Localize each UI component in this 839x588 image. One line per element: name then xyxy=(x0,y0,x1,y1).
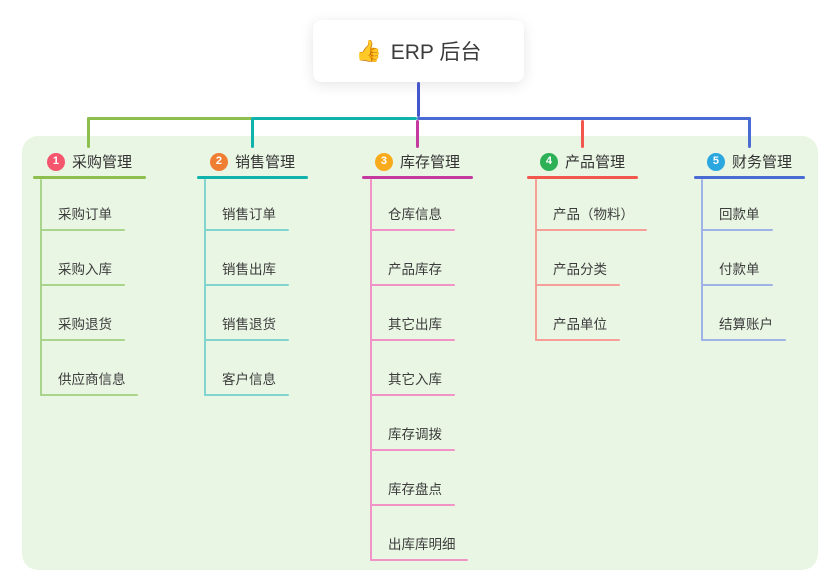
branch-underline xyxy=(33,176,146,179)
leaf-node-label[interactable]: 采购退货 xyxy=(58,317,112,332)
leaf-node-label[interactable]: 库存盘点 xyxy=(388,482,442,497)
branch-underline xyxy=(197,176,308,179)
leaf-node-label[interactable]: 其它出库 xyxy=(388,317,442,332)
leaf-underline xyxy=(370,504,455,506)
leaf-node-label[interactable]: 仓库信息 xyxy=(388,207,442,222)
leaf-node-label[interactable]: 产品库存 xyxy=(388,262,442,277)
bus-connector-purchase xyxy=(87,117,252,120)
branch-underline xyxy=(694,176,805,179)
leaf-node-label[interactable]: 库存调拨 xyxy=(388,427,442,442)
branch-number-badge: 5 xyxy=(706,152,725,171)
child-trunk-line xyxy=(701,179,703,341)
bus-connector-sales xyxy=(252,117,417,120)
drop-connector-product xyxy=(581,120,584,148)
branch-number-badge: 3 xyxy=(374,152,393,171)
drop-connector-sales xyxy=(251,117,254,148)
branch-underline xyxy=(362,176,473,179)
leaf-underline xyxy=(535,229,647,231)
branch-node-label: 产品管理 xyxy=(564,154,625,171)
branch-number-badge: 1 xyxy=(46,152,65,171)
branch-node-inventory[interactable]: 3 库存管理 xyxy=(362,144,473,179)
leaf-underline xyxy=(40,284,125,286)
branch-node-purchase[interactable]: 1 采购管理 xyxy=(33,144,146,179)
leaf-underline xyxy=(701,229,773,231)
branch-node-label: 库存管理 xyxy=(399,154,460,171)
child-trunk-line xyxy=(535,179,537,341)
bus-connector-finance xyxy=(417,117,751,120)
leaf-node-label[interactable]: 客户信息 xyxy=(222,372,276,387)
leaf-underline xyxy=(40,394,138,396)
child-trunk-line xyxy=(370,179,372,561)
leaf-underline xyxy=(204,229,289,231)
branch-node-label: 财务管理 xyxy=(731,154,792,171)
leaf-node-label[interactable]: 产品分类 xyxy=(553,262,607,277)
leaf-underline xyxy=(204,339,289,341)
leaf-node-label[interactable]: 产品（物料） xyxy=(553,207,634,222)
leaf-underline xyxy=(370,449,455,451)
leaf-underline xyxy=(370,229,455,231)
leaf-node-label[interactable]: 采购订单 xyxy=(58,207,112,222)
root-stem-connector xyxy=(417,82,420,117)
leaf-node-label[interactable]: 销售出库 xyxy=(222,262,276,277)
branch-node-product[interactable]: 4 产品管理 xyxy=(527,144,638,179)
drop-connector-inventory xyxy=(416,120,419,148)
branch-node-label: 采购管理 xyxy=(71,154,132,171)
child-trunk-line xyxy=(204,179,206,396)
branch-node-finance[interactable]: 5 财务管理 xyxy=(694,144,805,179)
leaf-underline xyxy=(40,229,125,231)
leaf-node-label[interactable]: 产品单位 xyxy=(553,317,607,332)
leaf-underline xyxy=(40,339,125,341)
leaf-node-label[interactable]: 销售退货 xyxy=(222,317,276,332)
leaf-node-label[interactable]: 供应商信息 xyxy=(58,372,126,387)
root-node[interactable]: 👍 ERP 后台 xyxy=(313,20,524,82)
leaf-node-label[interactable]: 出库库明细 xyxy=(388,537,456,552)
leaf-node-label[interactable]: 其它入库 xyxy=(388,372,442,387)
leaf-underline xyxy=(701,339,786,341)
leaf-underline xyxy=(370,394,455,396)
root-node-label: ERP 后台 xyxy=(390,41,482,64)
child-trunk-line xyxy=(40,179,42,396)
thumbs-up-icon: 👍 xyxy=(355,39,382,63)
leaf-underline xyxy=(204,394,289,396)
leaf-underline xyxy=(535,284,620,286)
leaf-node-label[interactable]: 销售订单 xyxy=(222,207,276,222)
mindmap-canvas-panel xyxy=(22,136,818,570)
leaf-underline xyxy=(535,339,620,341)
branch-node-sales[interactable]: 2 销售管理 xyxy=(197,144,308,179)
leaf-underline xyxy=(370,559,468,561)
leaf-underline xyxy=(370,339,455,341)
branch-node-label: 销售管理 xyxy=(234,154,295,171)
drop-connector-purchase xyxy=(87,117,90,148)
branch-underline xyxy=(527,176,638,179)
leaf-node-label[interactable]: 回款单 xyxy=(719,207,760,222)
leaf-node-label[interactable]: 采购入库 xyxy=(58,262,112,277)
leaf-underline xyxy=(370,284,455,286)
drop-connector-finance xyxy=(748,117,751,148)
leaf-underline xyxy=(701,284,773,286)
branch-number-badge: 4 xyxy=(539,152,558,171)
leaf-node-label[interactable]: 结算账户 xyxy=(719,317,773,332)
branch-number-badge: 2 xyxy=(209,152,228,171)
leaf-underline xyxy=(204,284,289,286)
leaf-node-label[interactable]: 付款单 xyxy=(719,262,760,277)
